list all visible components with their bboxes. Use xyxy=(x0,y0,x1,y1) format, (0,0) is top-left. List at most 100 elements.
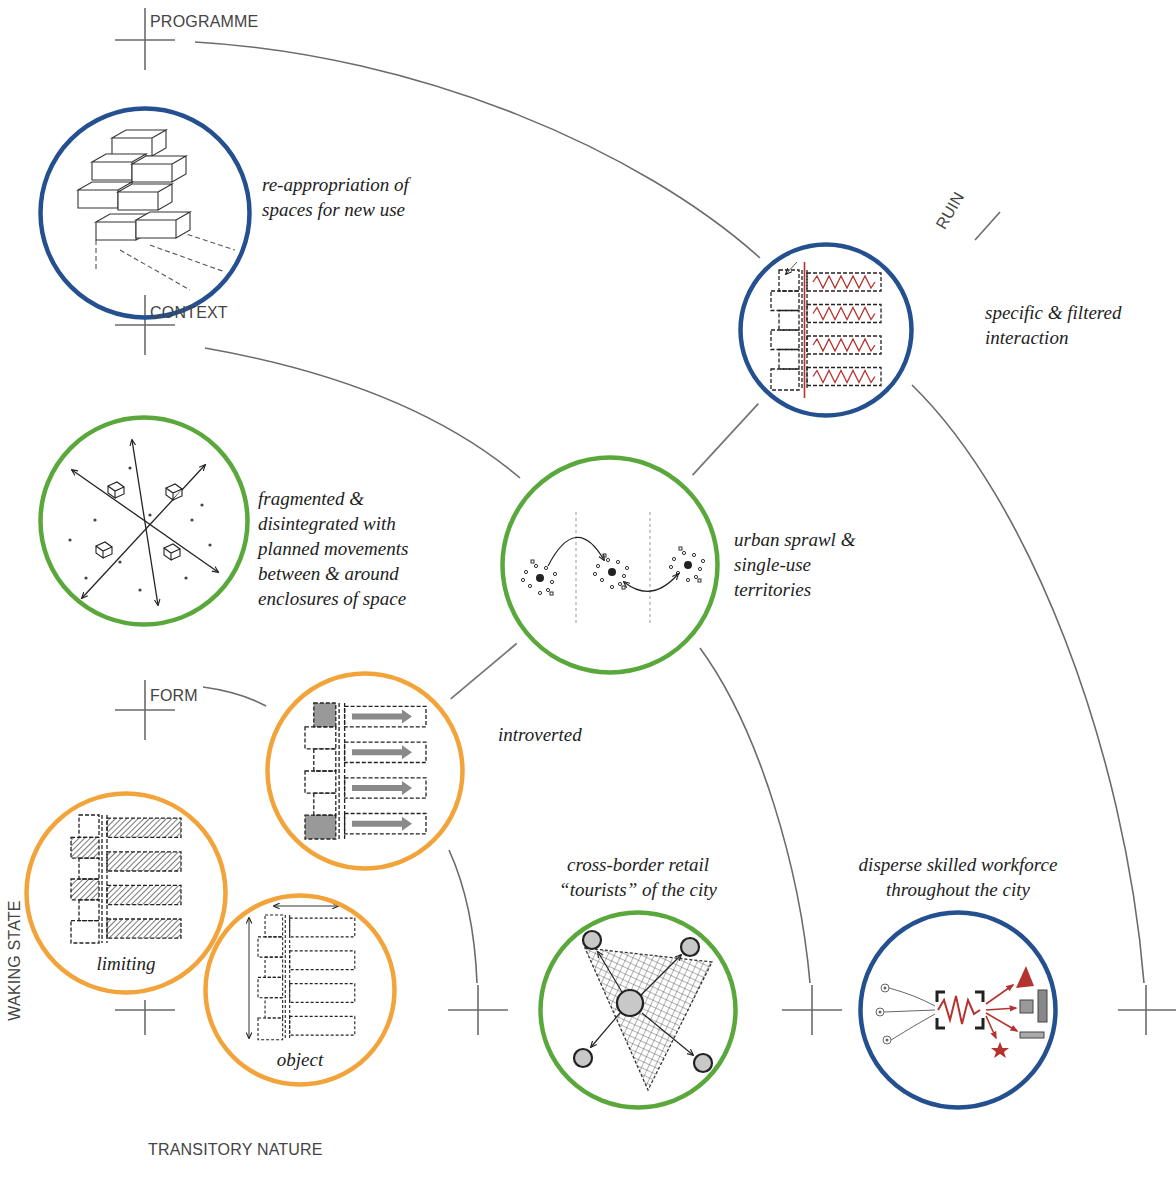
ruin-plan-sketch xyxy=(813,371,875,383)
object-plan-sketch xyxy=(249,918,250,1038)
ruin-plan-sketch xyxy=(771,262,881,398)
workforce-sketch xyxy=(884,987,887,990)
circle-outline xyxy=(858,910,1058,1110)
circle-outline xyxy=(41,418,248,625)
introverted-plan-sketch xyxy=(305,815,336,839)
circle-outline xyxy=(503,458,718,673)
node-label: limiting xyxy=(93,951,158,976)
movement-sketch xyxy=(68,440,218,605)
workforce-sketch xyxy=(876,966,1047,1058)
stacked-volumes-sketch xyxy=(180,232,235,250)
circle-outline xyxy=(738,242,914,418)
axis-lines xyxy=(205,348,520,478)
object-plan-sketch xyxy=(249,906,338,1038)
circle-node: re-appropriation of spaces for new use xyxy=(38,106,252,320)
axis-lines xyxy=(975,212,1000,240)
workforce-sketch xyxy=(876,1008,884,1016)
text-block: urban sprawl & single-use territories xyxy=(734,527,874,602)
workforce-sketch xyxy=(886,1039,889,1042)
workforce-sketch xyxy=(884,1010,935,1012)
introverted-plan-sketch xyxy=(314,703,336,727)
axis-lines xyxy=(782,985,842,1035)
movement-sketch xyxy=(148,513,151,516)
workforce-sketch xyxy=(986,1013,1017,1031)
axis-lines xyxy=(449,850,477,983)
workforce-sketch xyxy=(986,985,1013,1004)
limiting-plan-sketch xyxy=(71,837,99,858)
movement-sketch xyxy=(184,576,187,579)
node-label: object xyxy=(274,1047,326,1072)
movement-sketch xyxy=(96,482,182,560)
circle-outline xyxy=(741,245,912,416)
introverted-plan-sketch xyxy=(305,703,426,839)
workforce-sketch xyxy=(1016,966,1034,988)
circle-node: specific & filtered interaction xyxy=(738,242,914,418)
retail-sketch xyxy=(591,952,693,1055)
circle-outline xyxy=(265,671,465,871)
text-block: cross-border retail “tourists” of the ci… xyxy=(533,852,743,902)
connector-line xyxy=(451,644,517,699)
retail-sketch xyxy=(681,938,699,956)
limiting-plan-sketch xyxy=(107,852,181,871)
movement-sketch xyxy=(164,544,180,560)
workforce-sketch xyxy=(937,992,983,1028)
movement-sketch xyxy=(208,543,211,546)
movement-sketch xyxy=(96,542,112,558)
retail-sketch xyxy=(641,955,681,995)
axis-lines xyxy=(195,42,760,258)
introverted-plan-sketch xyxy=(352,817,412,831)
movement-sketch xyxy=(68,466,211,591)
workforce-sketch xyxy=(986,985,1017,1038)
ruin-plan-sketch xyxy=(786,262,797,274)
connector-line xyxy=(693,404,759,476)
node-label: cross-border retail “tourists” of the ci… xyxy=(533,852,743,902)
node-label: fragmented & disintegrated with planned … xyxy=(258,486,438,611)
circle-outline xyxy=(206,896,395,1085)
circle-node: disperse skilled workforce throughout th… xyxy=(858,910,1058,1110)
limiting-plan-sketch xyxy=(71,818,181,938)
limiting-plan-sketch xyxy=(71,879,99,900)
text-block: limiting xyxy=(24,951,228,976)
axis-label: PROGRAMME xyxy=(150,12,258,31)
workforce-sketch xyxy=(891,1014,935,1040)
retail-sketch xyxy=(574,1049,592,1067)
sprawl-sketch xyxy=(650,512,651,625)
workforce-sketch xyxy=(986,1008,1016,1010)
node-label: disperse skilled workforce throughout th… xyxy=(847,852,1069,902)
stacked-volumes-sketch xyxy=(120,250,190,290)
ruin-plan-sketch xyxy=(813,308,875,320)
workforce-sketch xyxy=(883,1036,891,1044)
stacked-volumes-sketch xyxy=(95,240,96,272)
introverted-plan-sketch xyxy=(352,781,412,795)
circle-outline xyxy=(41,109,250,318)
sprawl-sketch xyxy=(548,537,678,591)
node-label: specific & filtered interaction xyxy=(985,300,1160,350)
axis-lines xyxy=(115,1000,175,1035)
circle-outline xyxy=(268,674,463,869)
workforce-sketch xyxy=(1020,1000,1033,1013)
retail-sketch xyxy=(574,931,712,1090)
limiting-plan-sketch xyxy=(71,815,181,943)
circle-node: introverted xyxy=(265,671,465,871)
stacked-volumes-sketch xyxy=(132,156,186,182)
object-plan-sketch xyxy=(249,906,355,1040)
workforce-sketch xyxy=(986,1016,996,1038)
sprawl-sketch xyxy=(521,560,556,595)
stacked-volumes-sketch xyxy=(112,130,166,156)
node-label: introverted xyxy=(498,722,582,747)
axis-label: WAKING STATE xyxy=(5,900,24,1020)
sprawl-sketch xyxy=(521,512,704,625)
movement-sketch xyxy=(128,466,131,469)
node-label: urban sprawl & single-use territories xyxy=(734,527,874,602)
axis-lines xyxy=(115,8,1176,1035)
node-label: re-appropriation of spaces for new use xyxy=(262,172,442,222)
text-block: fragmented & disintegrated with planned … xyxy=(258,486,438,611)
circle-node: cross-border retail “tourists” of the ci… xyxy=(538,910,738,1110)
limiting-plan-sketch xyxy=(71,815,181,943)
circle-outline xyxy=(38,415,250,627)
sprawl-sketch xyxy=(548,537,604,566)
movement-sketch xyxy=(118,560,121,563)
axis-label: TRANSITORY NATURE xyxy=(148,1140,323,1159)
movement-sketch xyxy=(132,440,158,605)
